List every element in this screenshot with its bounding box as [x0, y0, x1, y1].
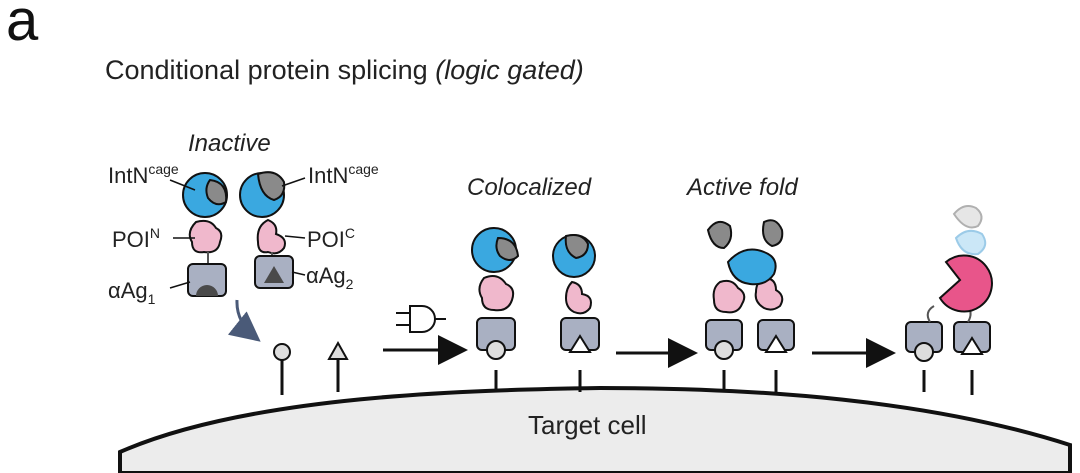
inactive-right-construct	[239, 171, 294, 289]
cage-gray	[205, 178, 228, 206]
spliced-product	[905, 205, 993, 395]
cell-label: Target cell	[528, 410, 647, 440]
stage-label-inactive: Inactive	[188, 130, 271, 157]
released-intein	[952, 205, 983, 229]
label-poi-c: POIC	[307, 225, 355, 252]
title-main: Conditional protein splicing	[105, 55, 428, 85]
poi-n-fragment	[188, 219, 223, 254]
label-ag2: αAg2	[306, 263, 354, 292]
cage-gray-right	[256, 171, 286, 202]
figure-title: Conditional protein splicing (logic gate…	[105, 55, 584, 86]
label-intn-left: IntNcage	[108, 161, 179, 188]
poi-c-fragment	[256, 218, 286, 255]
inactive-left-construct	[182, 172, 228, 297]
stage-label-colocalized: Colocalized	[467, 174, 592, 201]
title-qualifier: (logic gated)	[435, 55, 584, 85]
cell-antigens-unbound	[273, 340, 349, 395]
active-fold-complex	[705, 219, 795, 392]
binding-arrow	[227, 299, 261, 342]
plug-icon	[396, 305, 446, 333]
colocalized-right	[552, 234, 600, 392]
panel-letter: a	[6, 0, 39, 53]
spliced-protein	[938, 254, 993, 313]
colocalized-left	[471, 227, 520, 392]
label-poi-n: POIN	[112, 225, 160, 252]
label-intn-right: IntNcage	[308, 161, 379, 188]
label-ag1: αAg1	[108, 278, 156, 307]
stage-label-active: Active fold	[685, 174, 798, 201]
target-cell	[118, 385, 1072, 473]
